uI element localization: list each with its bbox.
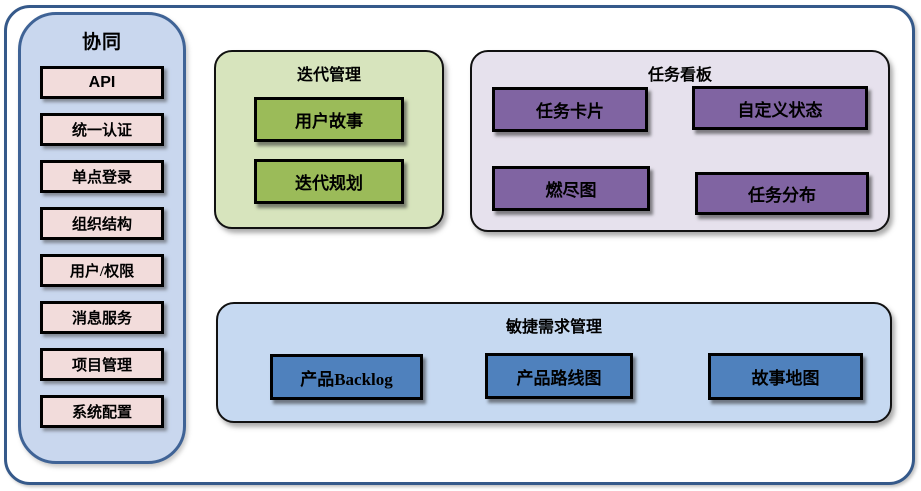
- sidebar-item-message-service: 消息服务: [40, 301, 164, 334]
- iteration-panel-title: 迭代管理: [296, 67, 361, 84]
- panel-task-board: 任务看板 任务卡片 自定义状态 燃尽图 任务分布: [470, 50, 890, 232]
- sidebar-item-system-config: 系统配置: [40, 395, 164, 428]
- sidebar-item-list: API 统一认证 单点登录 组织结构 用户/权限 消息服务 项目管理 系统配置: [21, 66, 183, 428]
- sidebar-item-user-permission: 用户/权限: [40, 254, 164, 287]
- sidebar-item-api: API: [40, 66, 164, 99]
- sidebar-title: 协同: [81, 32, 122, 53]
- feature-box-burndown-chart: 燃尽图: [492, 166, 650, 211]
- feature-box-task-card: 任务卡片: [492, 87, 648, 132]
- requirements-panel-title: 敏捷需求管理: [505, 319, 602, 336]
- sidebar-item-unified-auth: 统一认证: [40, 113, 164, 146]
- feature-box-custom-status: 自定义状态: [692, 86, 868, 130]
- feature-box-task-distribution: 任务分布: [695, 172, 869, 215]
- feature-box-story-map: 故事地图: [708, 353, 863, 400]
- taskboard-panel-title: 任务看板: [647, 67, 712, 84]
- panel-agile-requirements: 敏捷需求管理 产品Backlog 产品路线图 故事地图: [216, 302, 892, 423]
- panel-iteration-management: 迭代管理 用户故事 迭代规划: [214, 50, 444, 229]
- sidebar-item-org-structure: 组织结构: [40, 207, 164, 240]
- feature-box-product-backlog: 产品Backlog: [270, 354, 423, 400]
- feature-box-iteration-planning: 迭代规划: [254, 159, 404, 204]
- sidebar-item-project-management: 项目管理: [40, 348, 164, 381]
- feature-box-product-roadmap: 产品路线图: [485, 353, 633, 399]
- collaboration-sidebar: 协同 API 统一认证 单点登录 组织结构 用户/权限 消息服务 项目管理 系统…: [18, 12, 186, 464]
- iteration-panel-items: 用户故事 迭代规划: [216, 97, 442, 204]
- sidebar-item-sso: 单点登录: [40, 160, 164, 193]
- feature-box-user-story: 用户故事: [254, 97, 404, 142]
